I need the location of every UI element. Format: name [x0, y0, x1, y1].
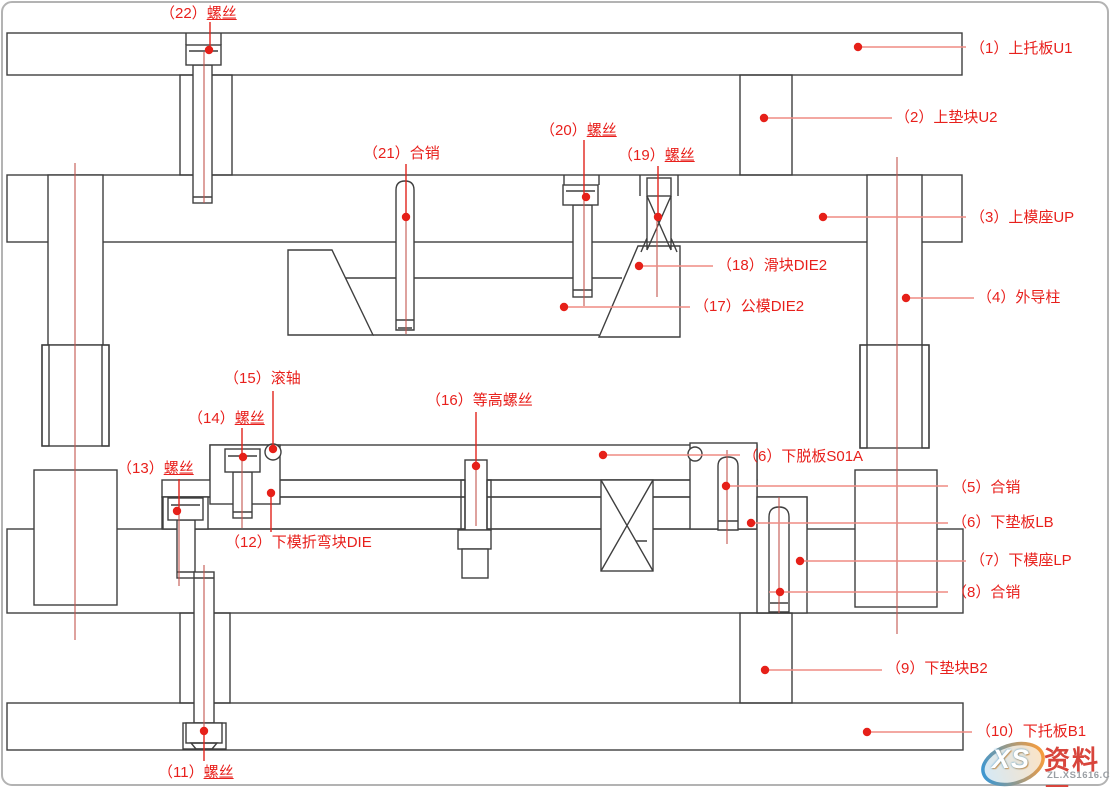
- set-screw-19: [639, 175, 679, 253]
- part-label-19: （19）螺丝: [618, 147, 695, 164]
- part-label-14: （14）螺丝: [188, 410, 265, 427]
- screw-22: [185, 44, 222, 204]
- part-label-10: （10）下托板B1: [976, 723, 1087, 740]
- screw-20: [562, 175, 600, 298]
- part-label-3: （3）上模座UP: [970, 209, 1075, 226]
- part-label-18: （18）滑块DIE2: [717, 257, 828, 274]
- part-label-8: （8）合销: [952, 584, 1021, 601]
- part-label-7: （7）下模座LP: [970, 552, 1072, 569]
- watermark-site-name: 资料网: [1044, 745, 1101, 787]
- spring-symbol: [600, 479, 654, 572]
- part-label-4: （4）外导柱: [977, 289, 1061, 306]
- dowel-pin-5-area: [687, 442, 758, 531]
- part-label-21: （21）合销: [363, 145, 440, 162]
- post-holder-block-right: [854, 469, 938, 608]
- part-label-6a: （6）下脱板S01A: [743, 448, 864, 465]
- part-label-13: （13）螺丝: [117, 460, 194, 477]
- leader-lines: [178, 22, 974, 761]
- watermark-site-url: ZL.XS1616.COM: [1047, 770, 1110, 781]
- part-label-20: （20）螺丝: [540, 122, 617, 139]
- part-label-16: （16）等高螺丝: [426, 392, 533, 409]
- part-label-9: （9）下垫块B2: [886, 660, 988, 677]
- upper-holder-plate-u1: [6, 32, 963, 76]
- callout-dots: [172, 42, 911, 737]
- part-label-6b: （6）下垫板LB: [952, 514, 1054, 531]
- part-label-12: （12）下模折弯块DIE: [225, 534, 372, 551]
- part-label-2: （2）上垫块U2: [895, 109, 998, 126]
- part-label-17: （17）公模DIE2: [694, 298, 805, 315]
- watermark-swoosh: [981, 741, 1045, 787]
- upper-die-holder-up: [6, 174, 963, 243]
- dowel-pin-5: [717, 456, 739, 531]
- stripper-hole: [687, 446, 703, 462]
- part-label-5: （5）合销: [952, 479, 1021, 496]
- part-label-1: （1）上托板U1: [970, 40, 1073, 57]
- lower-holder-plate-b1: [6, 702, 964, 751]
- part-label-11: （11）螺丝: [158, 764, 234, 781]
- watermark-logo: XS: [992, 744, 1031, 774]
- part-label-22: （22）螺丝: [160, 5, 237, 22]
- centerlines: [74, 52, 898, 729]
- part-label-15: （15）滚轴: [224, 370, 301, 387]
- guide-post-right: [859, 174, 930, 449]
- upper-punch-assembly: [287, 245, 681, 338]
- dowel-pin-21: [395, 180, 415, 331]
